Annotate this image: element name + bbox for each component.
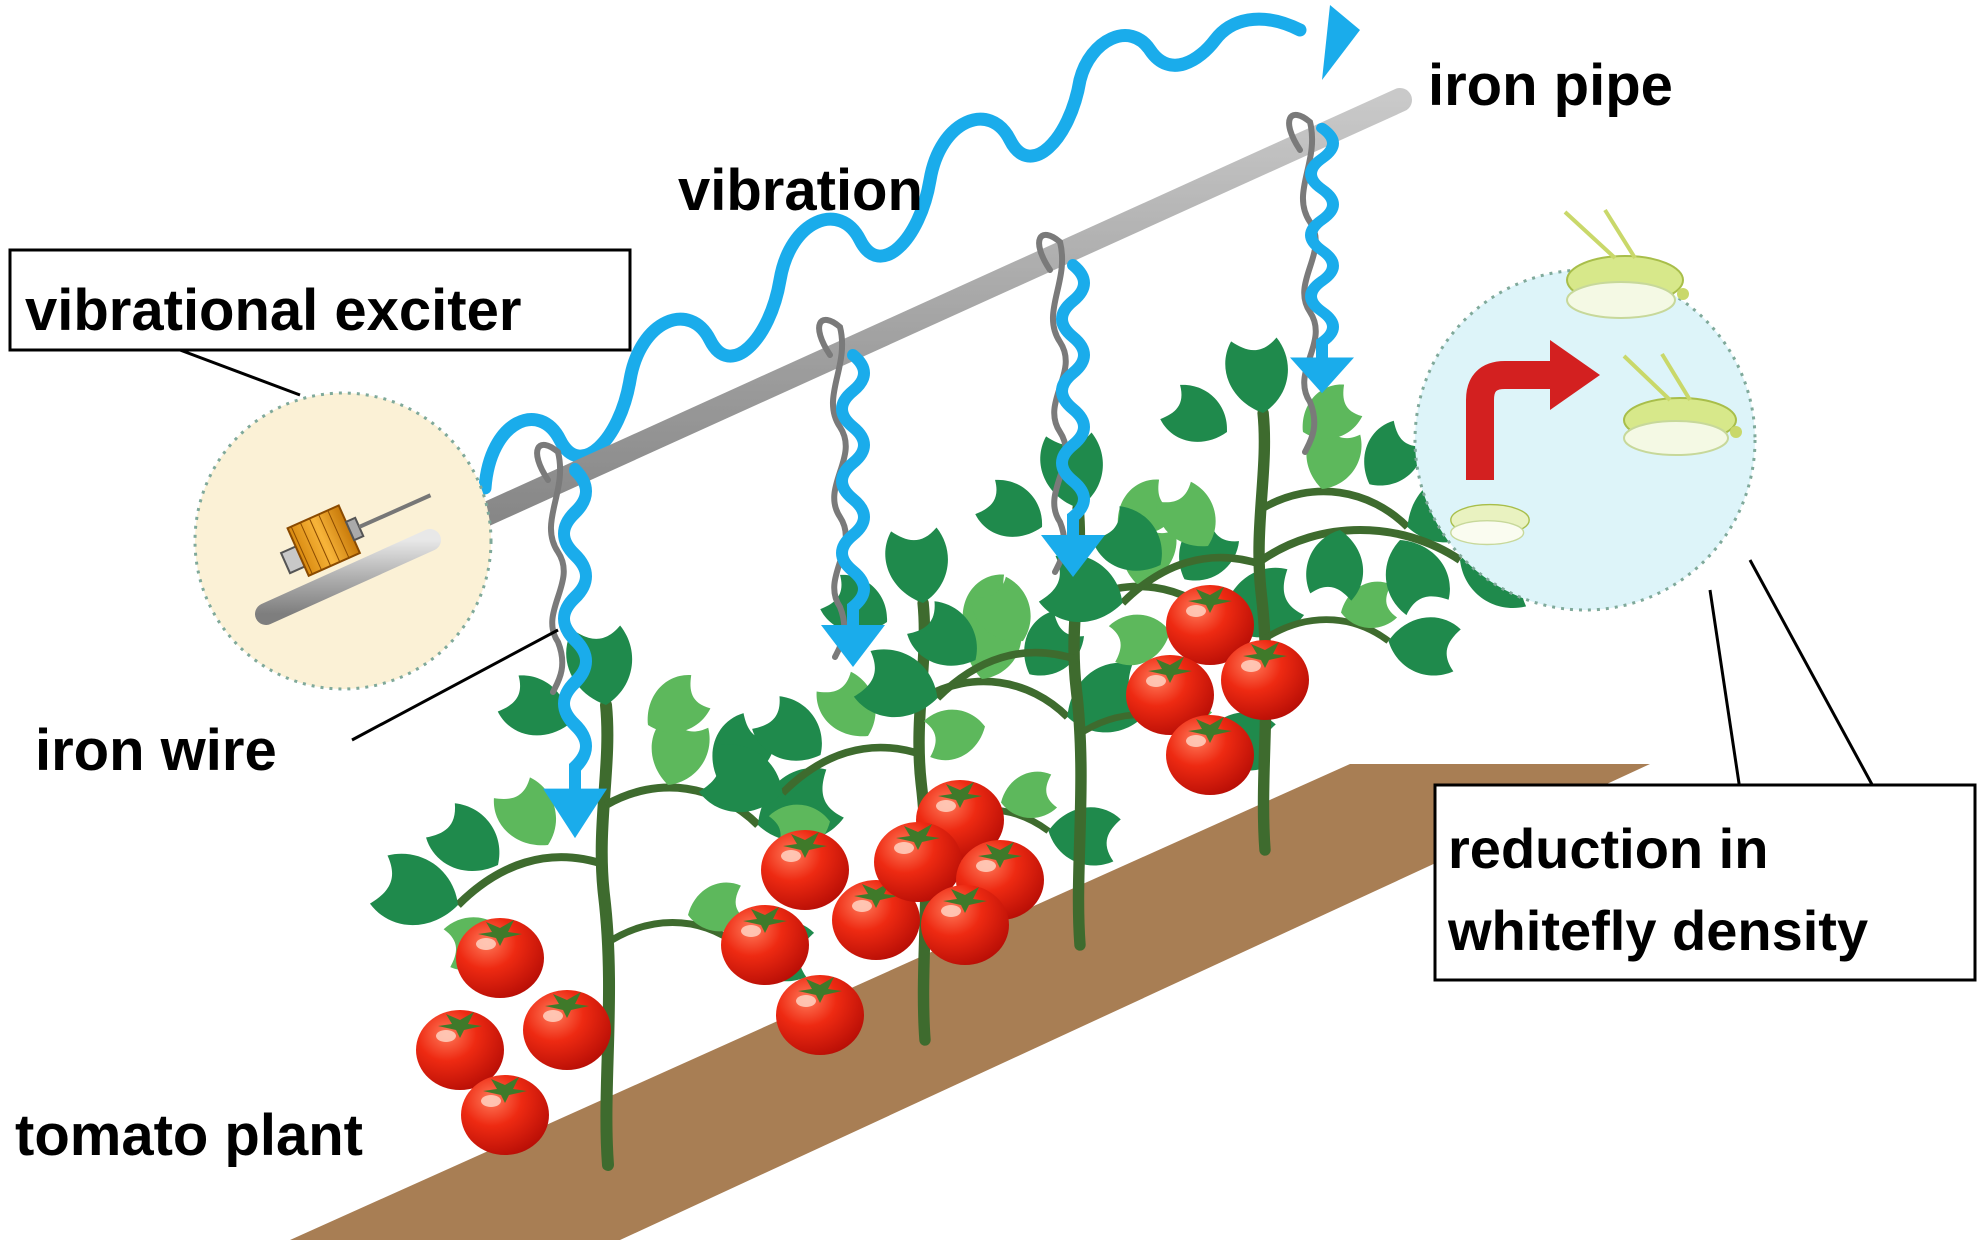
label-vibrational-exciter: vibrational exciter: [25, 278, 521, 343]
whitefly-icon: [1622, 352, 1742, 456]
label-tomato-plant: tomato plant: [15, 1103, 363, 1168]
label-reduction-line2: whitefly density: [1447, 899, 1868, 962]
iron-wire-4: [1286, 112, 1319, 455]
vibration-wave: [478, 12, 1307, 495]
vibrational-exciter-icon: [279, 493, 432, 578]
exciter-callout: vibrational exciter: [8, 248, 632, 397]
iron-wire-pointer: [351, 628, 559, 742]
vibration-down-arrow-4: [1290, 128, 1354, 393]
label-vibration: vibration: [678, 158, 923, 223]
tomato-icon: [456, 918, 544, 998]
red-turn-arrow-icon: [1466, 340, 1600, 480]
whitefly-callout: reduction in whitefly density: [1433, 559, 1977, 982]
vibration-arrowhead: [1322, 5, 1360, 80]
exciter-detail: [193, 391, 493, 691]
whitefly-detail: [1413, 208, 1757, 612]
branch-to-whitefly: [1259, 526, 1463, 564]
label-reduction-line1: reduction in: [1448, 817, 1768, 880]
soil-bed: [290, 764, 1650, 1240]
iron-wire-1: [534, 442, 567, 695]
label-iron-wire: iron wire: [35, 718, 277, 783]
whitefly-icon: [1563, 208, 1689, 319]
label-iron-pipe: iron pipe: [1428, 53, 1673, 118]
whitefly-icon: [1450, 503, 1530, 546]
